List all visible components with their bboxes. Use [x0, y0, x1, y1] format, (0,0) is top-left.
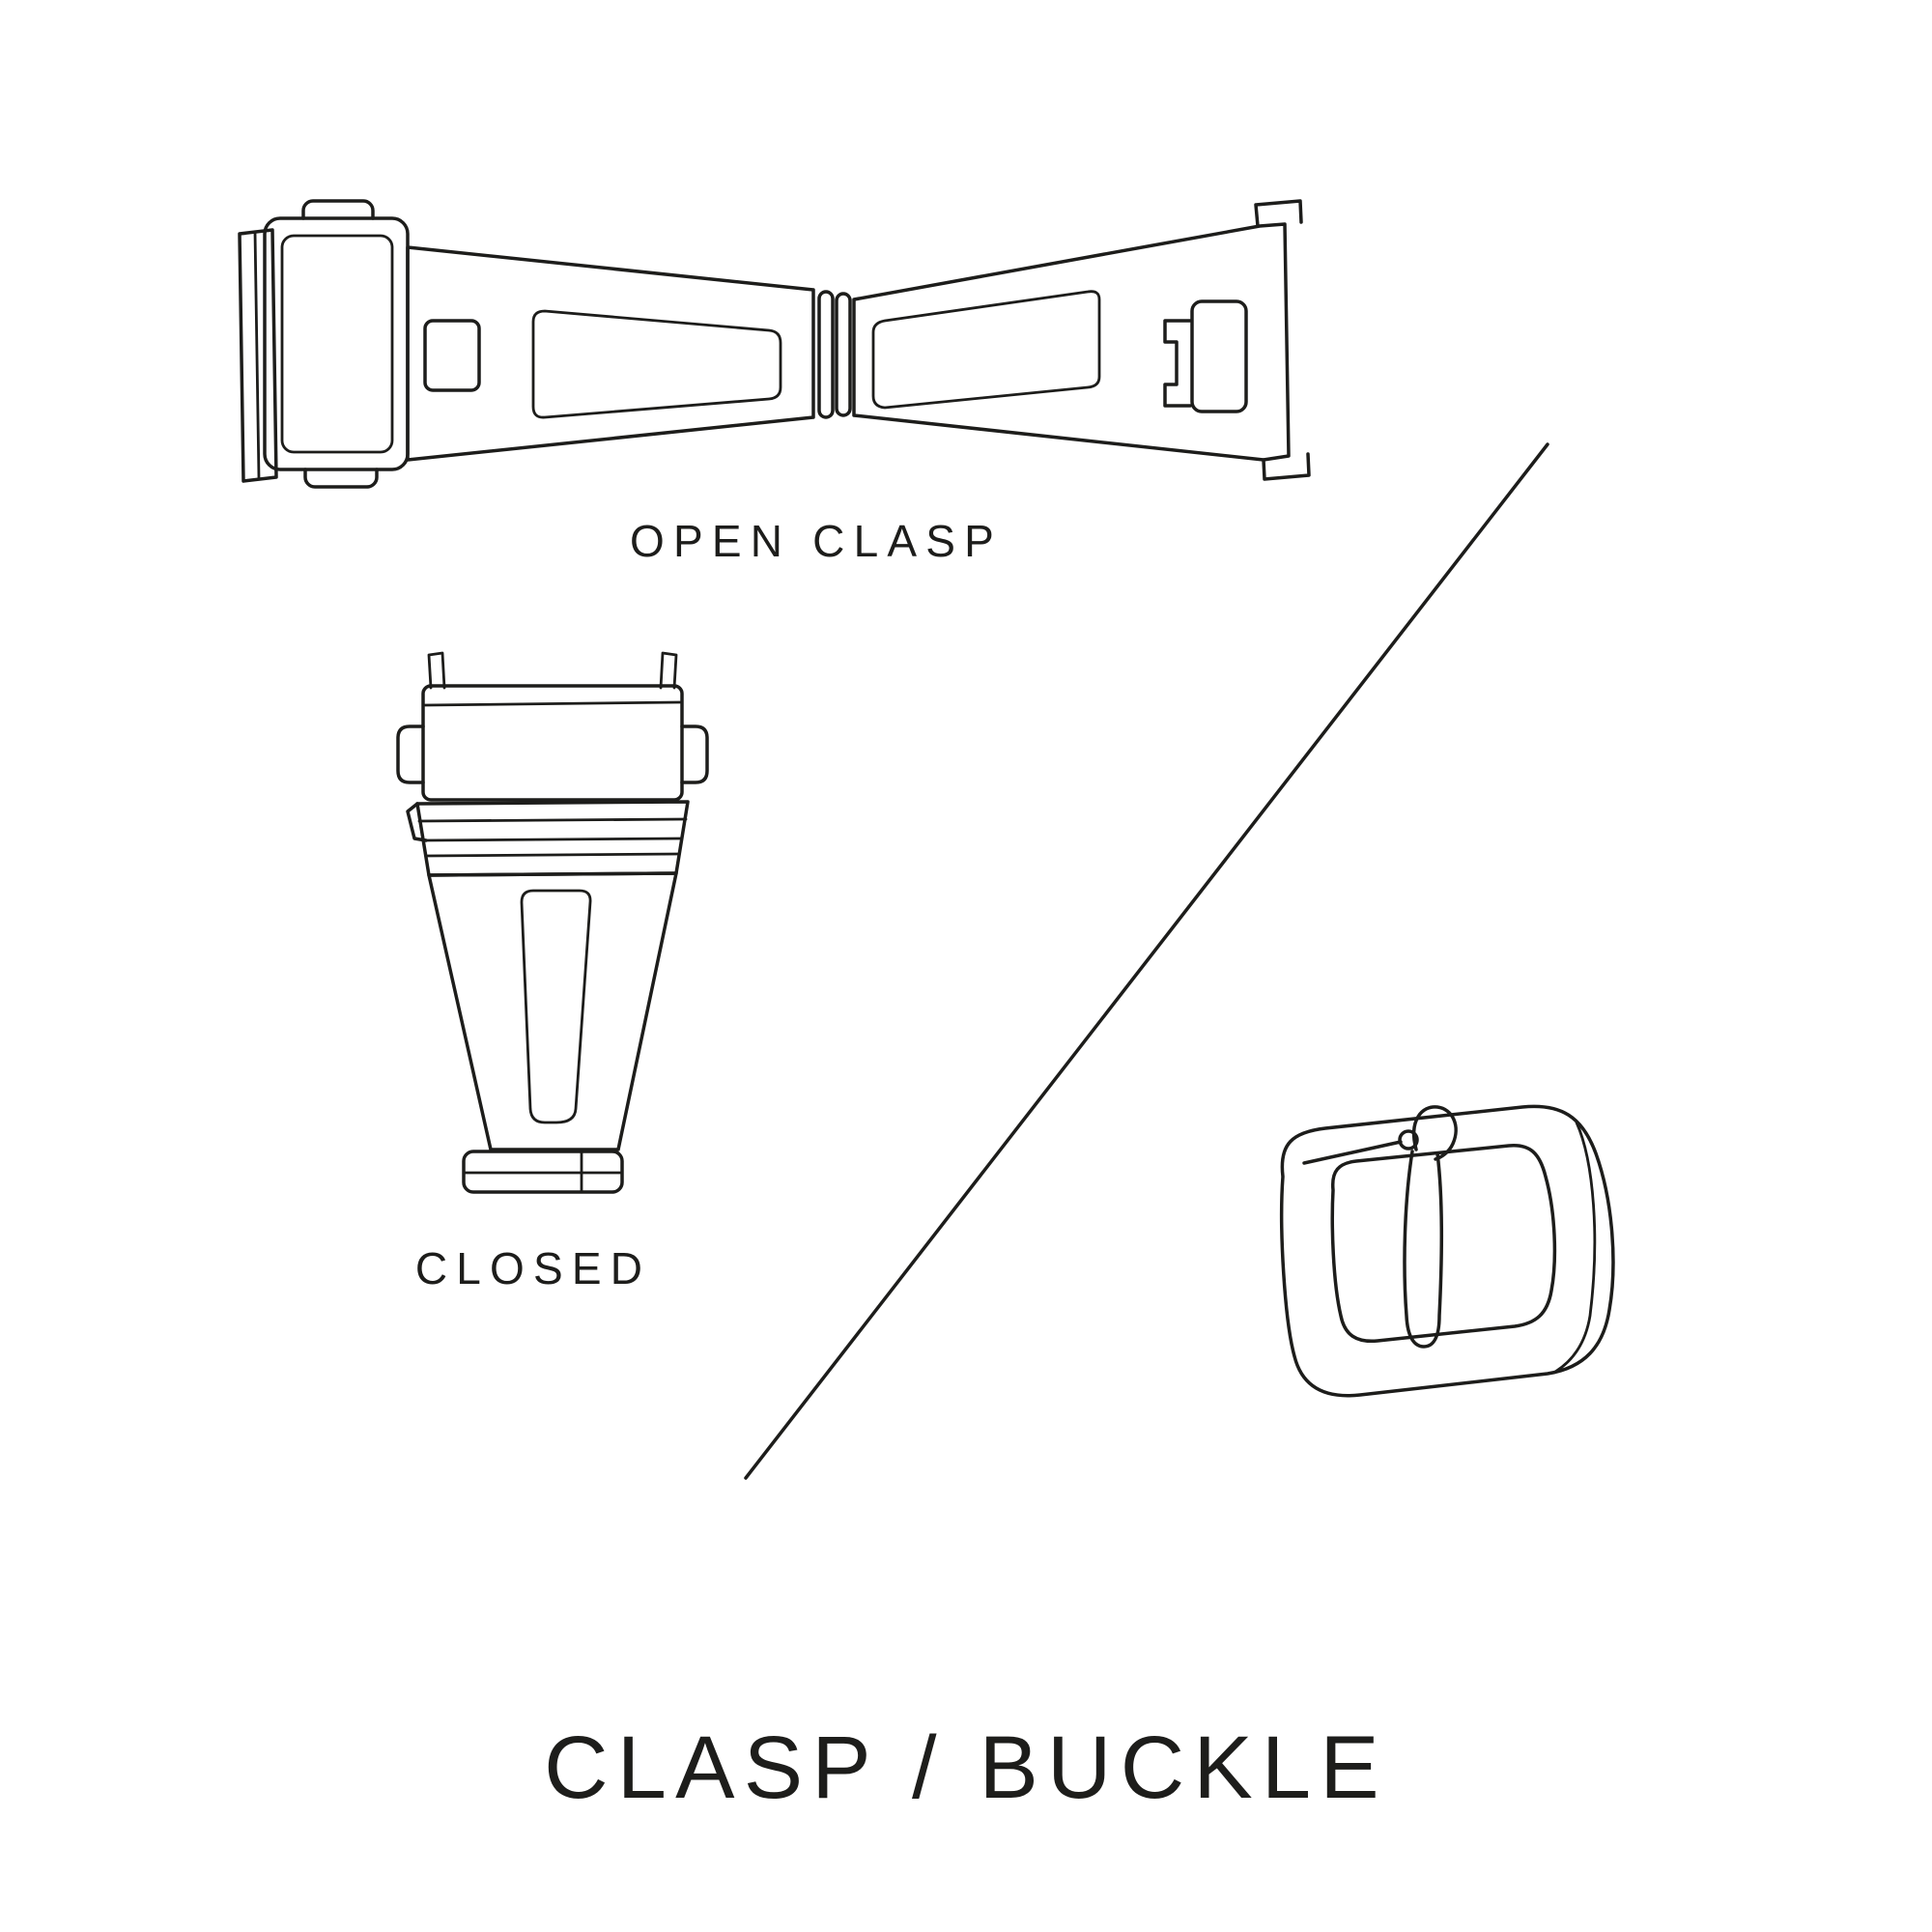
closed-clasp-bottom-bar: [462, 1150, 624, 1194]
diagram-title: CLASP / BUCKLE: [544, 1719, 1388, 1817]
open-clasp-right-top-flange: [1254, 199, 1303, 228]
open-clasp-left-arm-inner: [531, 309, 782, 419]
buckle-pin-loop: [1398, 1129, 1419, 1151]
open-clasp-hinge-right: [835, 292, 852, 417]
open-clasp-illustration: [238, 199, 1311, 489]
closed-clasp-band-line-2: [421, 837, 684, 842]
open-clasp-right-arm-inner: [871, 290, 1101, 410]
buckle-prong-body: [1403, 1150, 1444, 1349]
open-clasp-end-hook: [1163, 319, 1192, 408]
buckle-right-thickness-line: [1553, 1121, 1597, 1374]
closed-clasp-body: [427, 871, 678, 1151]
closed-clasp-right-ear: [680, 724, 709, 784]
closed-clasp-body-slot: [520, 889, 592, 1124]
buckle-inner-opening: [1330, 1144, 1557, 1344]
closed-clasp-right-prong: [659, 651, 678, 690]
closed-clasp-left-prong: [427, 651, 446, 690]
buckle-illustration: [1279, 1104, 1615, 1398]
closed-clasp-illustration: [396, 651, 709, 1194]
open-clasp-hinge-left: [817, 290, 835, 419]
open-clasp-left-strip: [238, 228, 278, 483]
buckle-outer-frame: [1279, 1104, 1615, 1398]
buckle-prong-loop: [1411, 1105, 1458, 1161]
closed-clasp-top-block-line: [423, 700, 682, 707]
closed-clasp-band-line-3: [424, 852, 681, 858]
closed-clasp-left-ear: [396, 724, 425, 784]
closed-clasp-label: CLOSED: [414, 1243, 652, 1293]
buckle-pin: [1302, 1140, 1403, 1165]
open-clasp-end-slot: [1190, 299, 1248, 413]
open-clasp-left-strip-line: [253, 230, 261, 481]
closed-clasp-band-line-1: [417, 817, 688, 823]
open-clasp-left-block-bottom-tab: [303, 468, 379, 489]
open-clasp-left-block: [263, 216, 410, 471]
open-clasp-label: OPEN CLASP: [630, 516, 1003, 566]
open-clasp-latch-notch: [423, 319, 481, 392]
open-clasp-left-arm: [406, 245, 815, 462]
open-clasp-left-block-inner: [280, 234, 394, 454]
closed-clasp-top-block: [421, 684, 684, 802]
open-clasp-right-arm: [852, 222, 1291, 462]
open-clasp-left-block-top-tab: [301, 199, 375, 220]
closed-clasp-band-notch: [406, 802, 428, 842]
